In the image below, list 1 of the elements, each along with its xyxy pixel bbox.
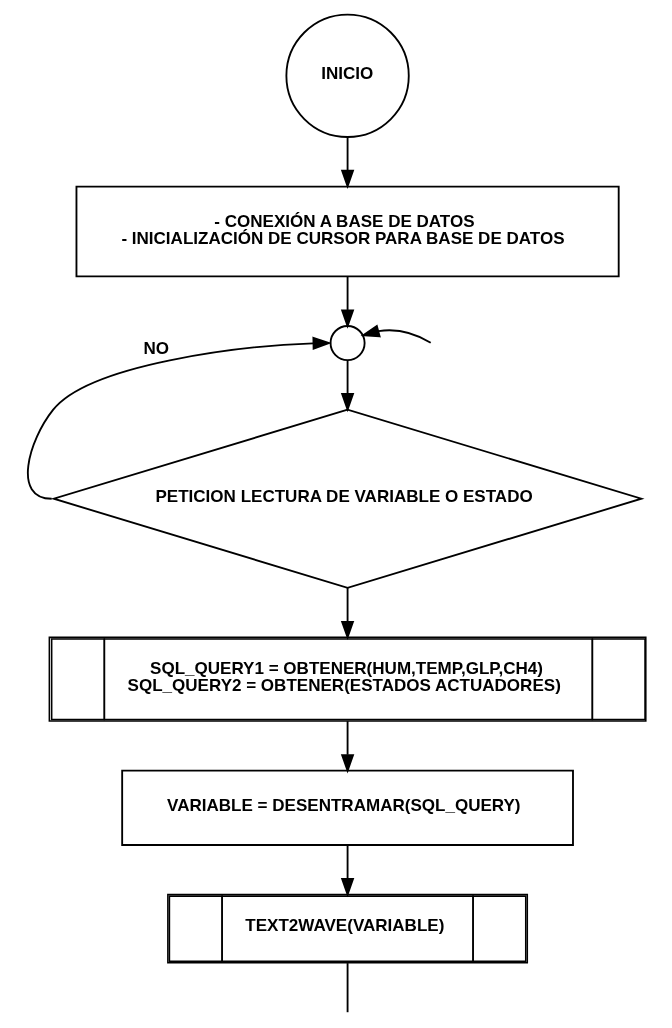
edge-label: NO [142,338,169,358]
